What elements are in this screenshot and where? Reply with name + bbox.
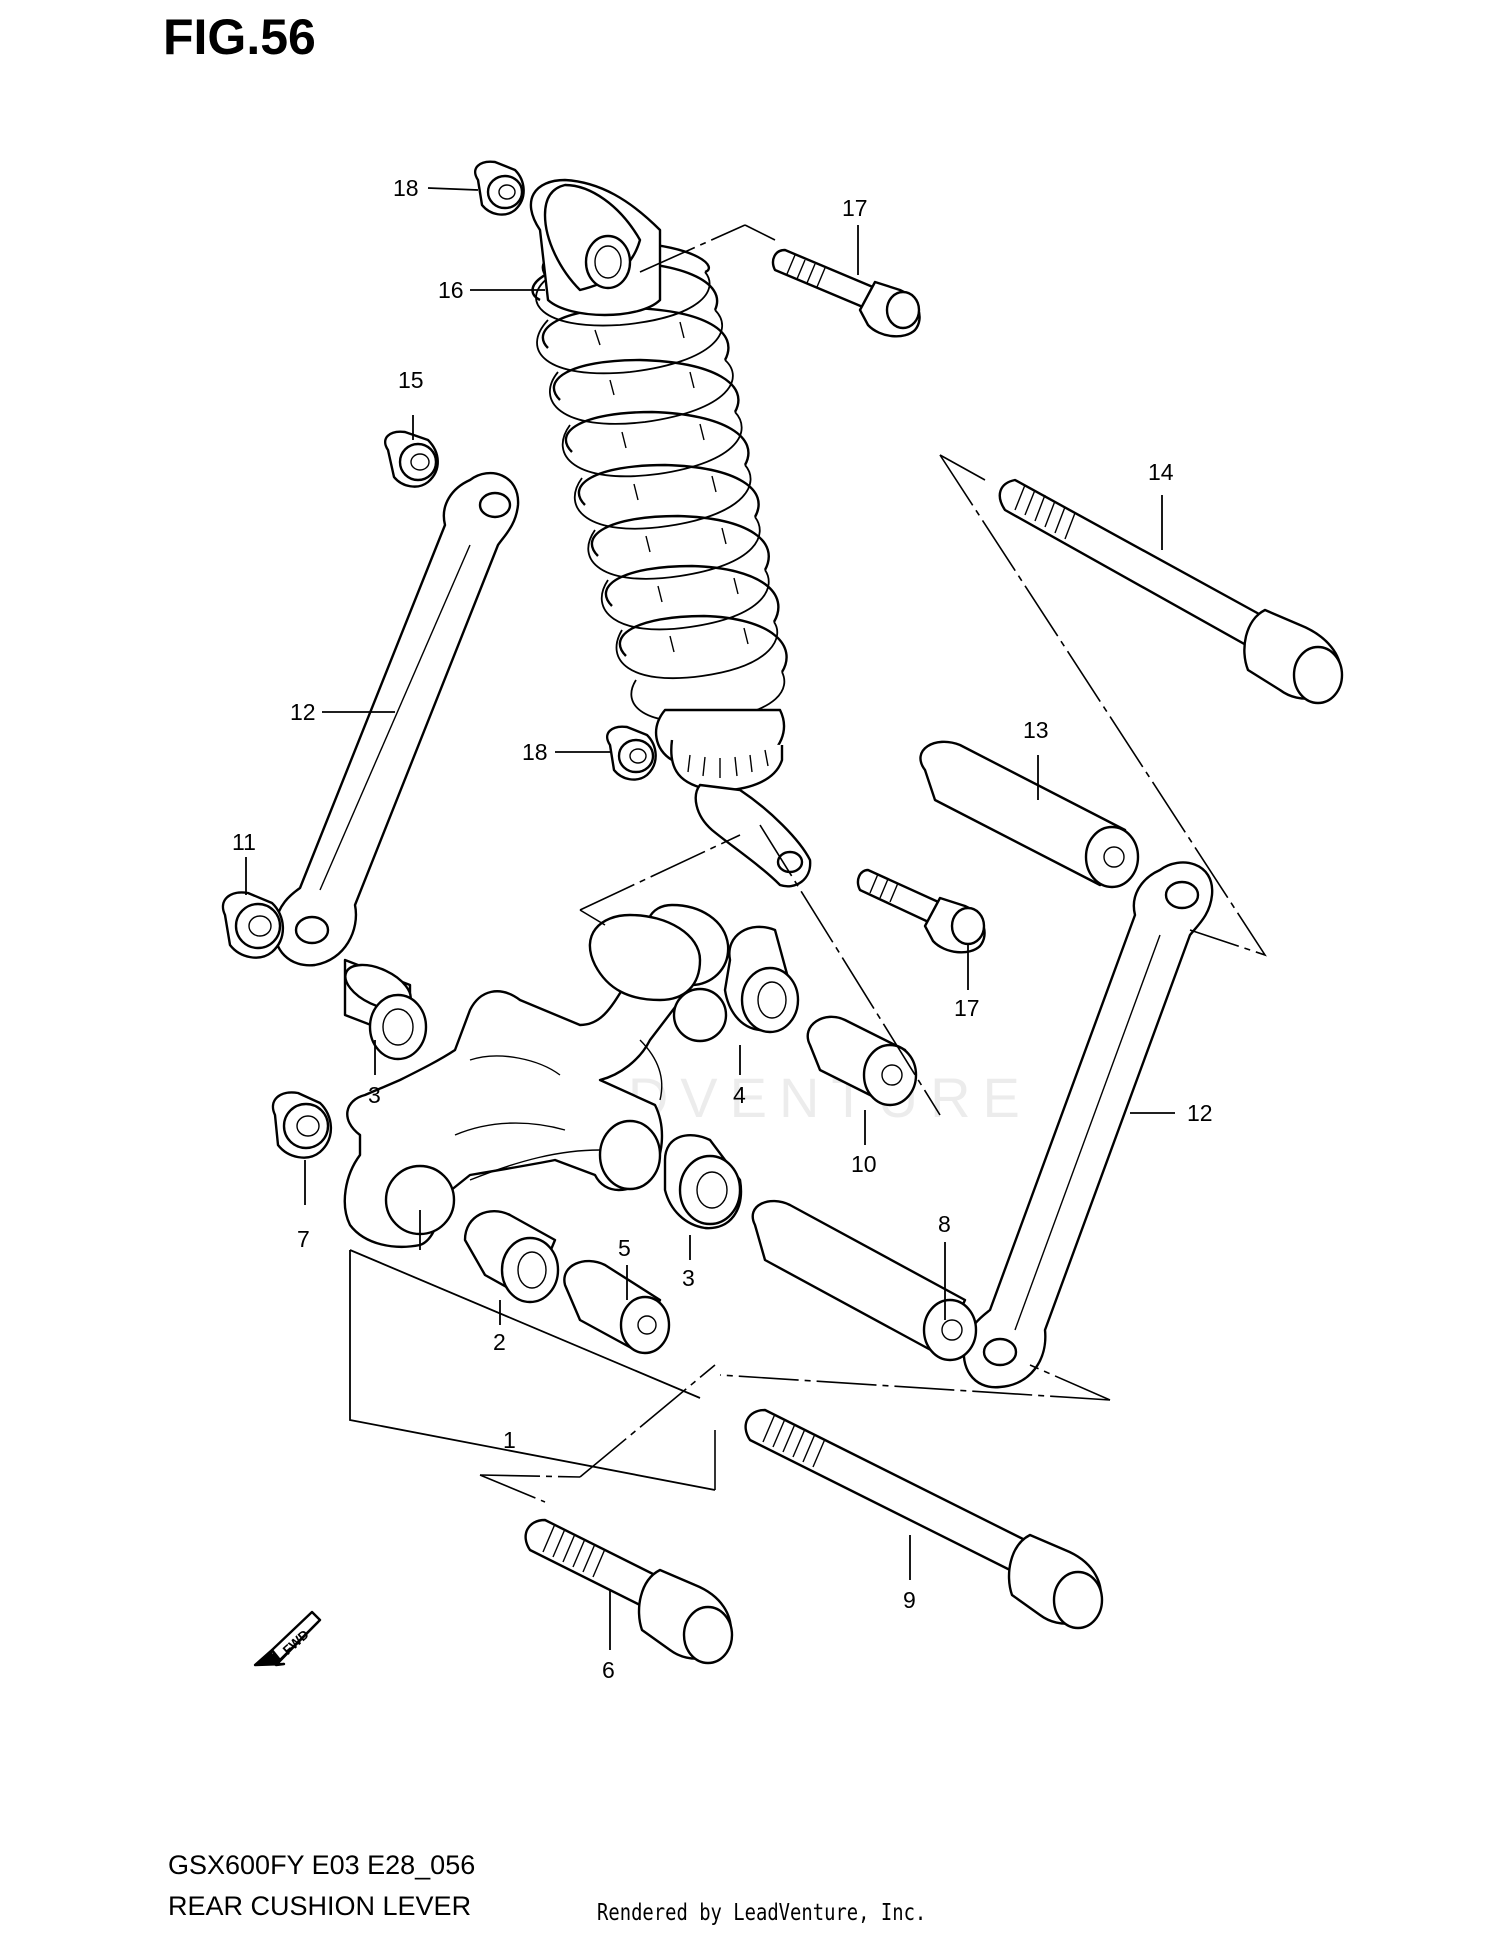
bushing-4[interactable] [723,925,800,1034]
nut-18-lower[interactable] [605,725,657,781]
callout-17a: 17 [842,195,868,221]
callout-18b: 18 [522,739,548,765]
callout-7: 7 [297,1226,310,1252]
bolt-6[interactable] [524,1518,734,1665]
nut-18-upper[interactable] [473,160,525,216]
nut-7[interactable] [271,1091,333,1159]
callout-9: 9 [903,1587,916,1613]
nut-15[interactable] [383,430,439,488]
bolt-17-upper[interactable] [771,248,921,338]
bolt-9[interactable] [744,1408,1104,1630]
forward-arrow-icon: FWD [253,1610,322,1667]
assembly-name: REAR CUSHION LEVER [168,1891,472,1921]
bushing-3-lower[interactable] [663,1133,743,1230]
nut-10[interactable] [221,891,285,959]
assembly-guide-lines [349,224,1267,1503]
callout-6: 6 [602,1657,615,1683]
cushion-lever[interactable] [343,903,730,1248]
cushion-rod-left[interactable] [273,471,520,967]
callout-16: 16 [438,277,464,303]
callout-numbers: 18 16 17 15 14 12 18 13 11 17 3 4 10 12 … [232,175,1213,1683]
callout-15: 15 [398,367,424,393]
callout-2: 2 [493,1329,506,1355]
callout-1: 1 [503,1427,516,1453]
callout-18a: 18 [393,175,419,201]
callout-8: 8 [938,1211,951,1237]
callout-13: 13 [1023,717,1049,743]
callout-12b: 12 [1187,1100,1213,1126]
spacer-13[interactable] [919,740,1140,889]
callout-10: 11 [232,829,256,855]
callout-14: 14 [1148,459,1174,485]
callout-5: 5 [618,1235,631,1261]
callout-3a: 3 [368,1082,381,1108]
spacer-5[interactable] [563,1259,671,1355]
bolt-17-lower[interactable] [856,868,986,954]
callout-3b: 3 [682,1265,695,1291]
callout-12a: 12 [290,699,316,725]
rear-shock-absorber[interactable] [529,178,812,888]
bushing-2[interactable] [463,1210,560,1304]
model-code: GSX600FY E03 E28_056 [168,1850,476,1880]
figure-title: FIG.56 [163,9,316,65]
callout-4: 4 [733,1082,746,1108]
spacer-11[interactable] [806,1015,918,1107]
callout-17b: 17 [954,995,980,1021]
spacer-8[interactable] [751,1199,978,1362]
callout-leader-lines [245,187,1175,1650]
bushing-3-upper[interactable] [339,956,428,1061]
bolt-14[interactable] [998,478,1344,705]
cushion-rod-right[interactable] [962,861,1214,1389]
callout-11: 10 [851,1151,877,1177]
render-credit: Rendered by LeadVenture, Inc. [597,1900,927,1926]
